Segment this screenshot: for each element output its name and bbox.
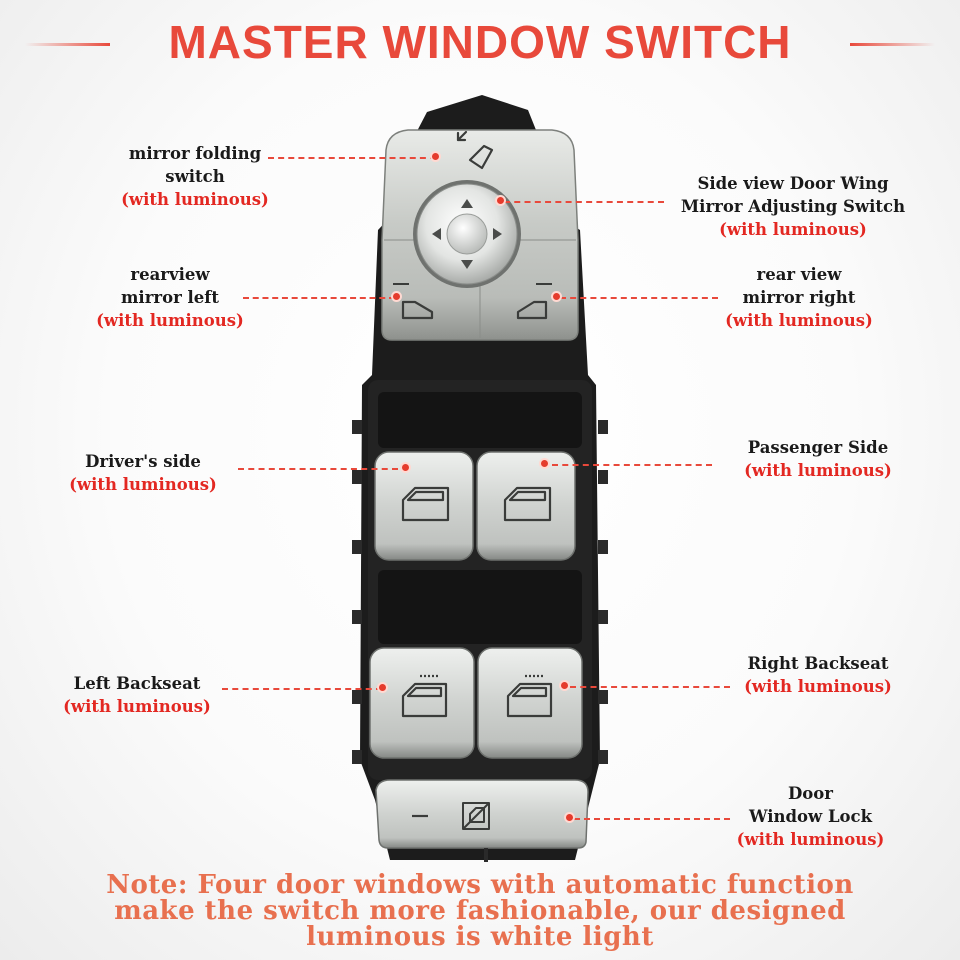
callout-driver-side: Driver's side (with luminous) (58, 450, 228, 496)
callout-mirror-right: rear view mirror right (with luminous) (714, 263, 884, 332)
mirror-right-icon[interactable] (516, 300, 548, 320)
leader-line (243, 297, 395, 299)
callout-dot (495, 195, 506, 206)
mirror-adjust-joystick[interactable] (413, 180, 521, 288)
luminous-note: (with luminous) (121, 190, 269, 209)
callout-text: Window Lock (748, 807, 873, 826)
luminous-note: (with luminous) (736, 830, 885, 849)
callout-dot (564, 812, 575, 823)
luminous-note: (with luminous) (725, 311, 873, 330)
footer-note: Note: Four door windows with automatic f… (0, 872, 960, 950)
luminous-note: (with luminous) (744, 677, 892, 696)
leader-line (268, 157, 436, 159)
callout-dot (539, 458, 550, 469)
rear-window-icon (506, 674, 553, 718)
window-lock-icon (462, 802, 490, 830)
callout-dot (400, 462, 411, 473)
callout-text: Door (787, 784, 833, 803)
leader-line (222, 688, 382, 690)
luminous-note: (with luminous) (719, 220, 867, 239)
callout-text: mirror left (120, 288, 220, 307)
callout-text: rear view (756, 265, 842, 284)
luminous-note: (with luminous) (63, 697, 211, 716)
luminous-note: (with luminous) (69, 475, 217, 494)
callout-mirror-folding: mirror folding switch (with luminous) (110, 142, 280, 211)
callout-window-lock: Door Window Lock (with luminous) (733, 782, 888, 851)
rear-window-icon (401, 674, 448, 718)
callout-left-backseat: Left Backseat (with luminous) (52, 672, 222, 718)
callout-text: Driver's side (85, 452, 201, 471)
callout-text: Passenger Side (747, 438, 889, 457)
callout-dot (391, 291, 402, 302)
callout-text: mirror folding (128, 144, 262, 163)
passenger-window-key[interactable] (476, 451, 576, 561)
callout-text: Mirror Adjusting Switch (680, 197, 906, 216)
note-line: make the switch more fashionable, our de… (114, 896, 846, 926)
leader-line (238, 468, 398, 470)
title-rule-right (850, 43, 935, 46)
leader-line (560, 297, 718, 299)
driver-window-key[interactable] (374, 451, 474, 561)
page-title: MASTER WINDOW SWITCH (168, 16, 792, 68)
leader-line (570, 686, 730, 688)
window-icon (401, 486, 450, 522)
leader-line (504, 201, 664, 203)
arrows-joystick-icon (432, 199, 502, 269)
callout-text: Right Backseat (747, 654, 889, 673)
callout-mirror-adjust: Side view Door Wing Mirror Adjusting Swi… (668, 172, 918, 241)
callout-text: rearview (130, 265, 210, 284)
right-rear-window-key[interactable] (477, 647, 583, 759)
callout-text: mirror right (742, 288, 856, 307)
mirror-fold-icon[interactable] (456, 130, 494, 170)
window-lock-key[interactable] (375, 779, 589, 849)
callout-text: Side view Door Wing (697, 174, 889, 193)
callout-mirror-left: rearview mirror left (with luminous) (85, 263, 255, 332)
note-line: Note: Four door windows with automatic f… (106, 870, 854, 900)
title-rule-left (25, 43, 110, 46)
luminous-note: (with luminous) (744, 461, 892, 480)
callout-text: Left Backseat (73, 674, 201, 693)
callout-text: switch (165, 167, 225, 186)
window-icon (503, 486, 552, 522)
callout-right-backseat: Right Backseat (with luminous) (733, 652, 903, 698)
luminous-note: (with luminous) (96, 311, 244, 330)
left-rear-window-key[interactable] (369, 647, 475, 759)
mirror-left-icon[interactable] (401, 300, 434, 320)
callout-dot (430, 151, 441, 162)
callout-dot (559, 680, 570, 691)
leader-line (574, 818, 730, 820)
callout-dot (377, 682, 388, 693)
callout-passenger-side: Passenger Side (with luminous) (733, 436, 903, 482)
callout-dot (551, 291, 562, 302)
leader-line (552, 464, 712, 466)
note-line: luminous is white light (306, 922, 654, 952)
